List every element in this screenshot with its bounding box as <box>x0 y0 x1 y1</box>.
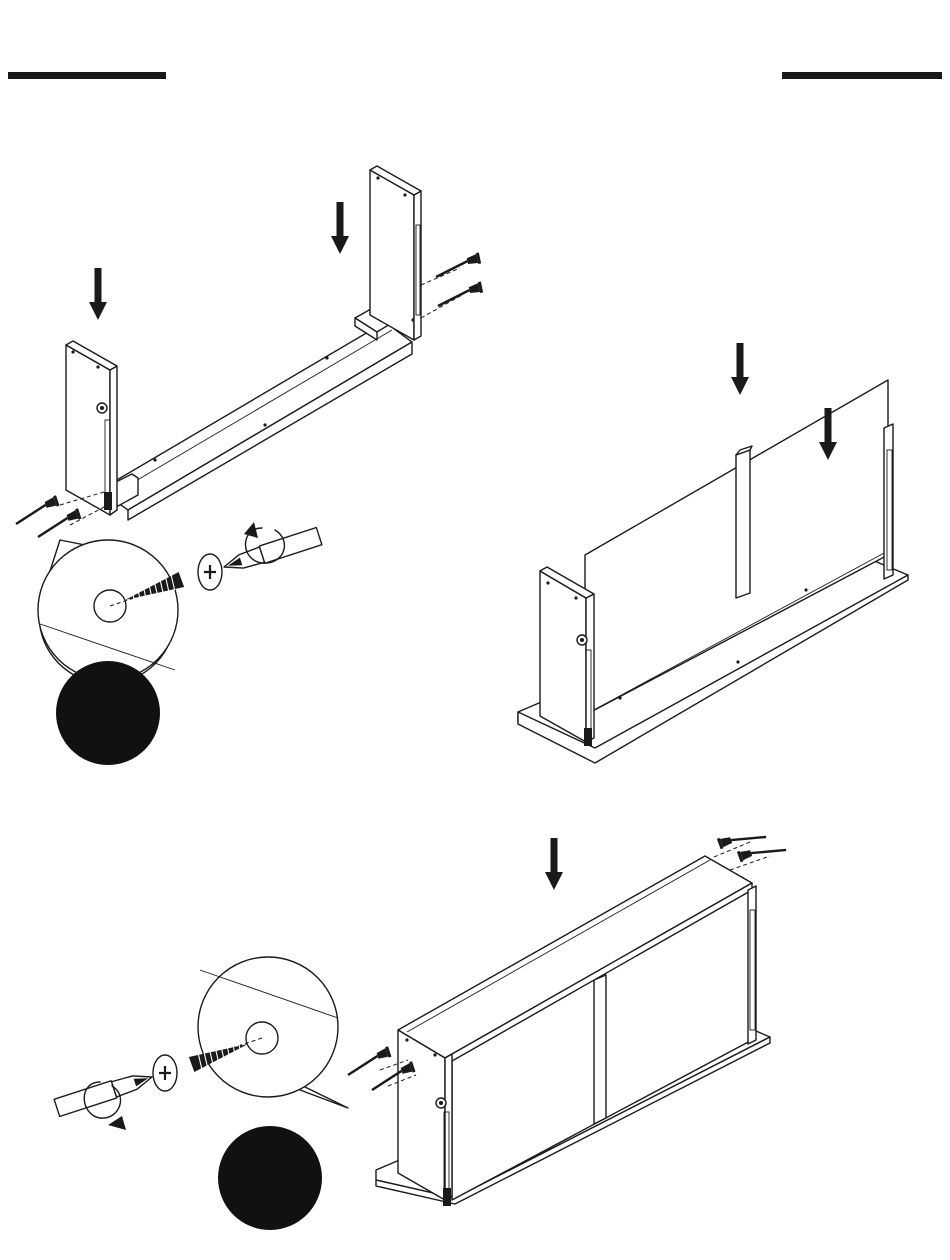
step-insert-back-panel <box>518 343 908 763</box>
screw-icon <box>737 836 786 866</box>
down-arrow-icon <box>545 838 563 890</box>
magnifier-callout-icon <box>153 957 348 1108</box>
header-rule-left <box>8 72 166 79</box>
screwdriver-icon <box>221 528 322 576</box>
screw-icon <box>343 1046 392 1075</box>
screw-icon <box>435 282 484 306</box>
step-badge-icon <box>218 1126 322 1230</box>
screw-icon <box>717 823 766 853</box>
step-attach-top-panel <box>54 823 786 1230</box>
screwdriver-icon <box>54 1068 155 1116</box>
right-side-panel <box>370 166 421 340</box>
step-attach-side-panels <box>11 166 484 765</box>
screw-icon <box>33 508 82 537</box>
down-arrow-icon <box>331 202 349 254</box>
header-rule-right <box>782 72 942 79</box>
step-badge-icon <box>56 661 160 765</box>
magnifier-callout-icon <box>38 540 222 684</box>
down-arrow-icon <box>731 343 749 395</box>
left-side-panel <box>66 341 117 515</box>
down-arrow-icon <box>89 268 107 320</box>
screw-icon <box>11 495 60 524</box>
bottom-board <box>100 305 412 520</box>
screw-icon <box>433 253 482 277</box>
